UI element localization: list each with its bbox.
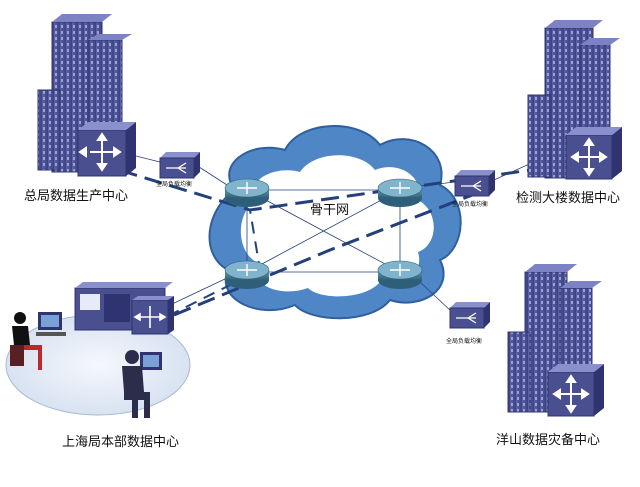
building-yangshan-dr — [507, 264, 604, 417]
building-inspection — [527, 20, 622, 180]
person-head — [125, 350, 139, 364]
switch-icon — [552, 374, 590, 414]
hq-production-label: 总局数据生产中心 — [24, 189, 128, 204]
person-head — [14, 312, 26, 324]
router-top-left — [224, 178, 270, 207]
load-balancer-1-label: 全局负载均衡 — [156, 180, 192, 188]
load-balancer-2-label: 全局负载均衡 — [452, 200, 488, 208]
dashed-path-shanghai-to-inspection — [149, 190, 481, 327]
link-lb1-r1 — [195, 164, 228, 186]
link-r3-sh — [169, 277, 228, 306]
load-balancer-3-label: 全局负载均衡 — [446, 337, 482, 345]
switch-icon — [78, 132, 122, 172]
router-bottom-left — [224, 260, 270, 289]
load-balancer-2 — [454, 170, 495, 197]
switch-icon — [133, 306, 167, 328]
router-top-right — [377, 178, 423, 207]
switch-icon — [570, 137, 608, 177]
building-shanghai-hq — [74, 282, 174, 335]
operator-workstation-1 — [10, 312, 66, 370]
building-hq-production — [37, 14, 136, 177]
link-r4-lb3 — [419, 281, 453, 313]
core-label: 骨干网 — [310, 203, 349, 218]
load-balancer-1 — [159, 152, 200, 179]
link-r2-r3 — [246, 189, 401, 273]
shanghai-hq-label: 上海局本部数据中心 — [62, 435, 179, 450]
yangshan-dr-label: 洋山数据灾备中心 — [496, 432, 600, 448]
load-balancer-3 — [449, 302, 490, 329]
router-bottom-right — [377, 260, 423, 289]
inspection-building-label: 检测大楼数据中心 — [516, 191, 620, 206]
operator-workstation-2 — [122, 350, 162, 418]
